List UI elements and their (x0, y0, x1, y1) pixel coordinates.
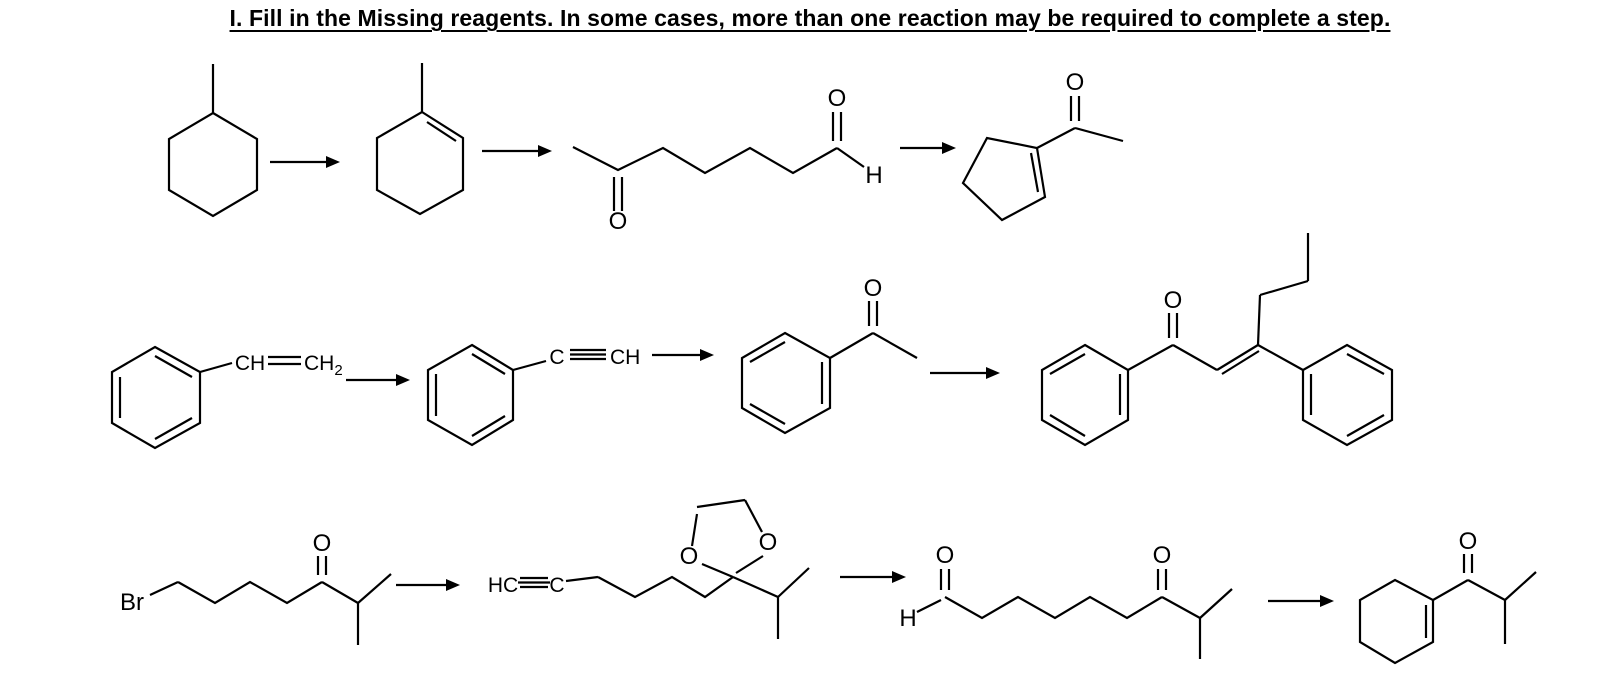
reaction-arrow-1-1 (270, 156, 340, 168)
structure-6-oxoheptanal: O O H (572, 85, 883, 235)
worksheet-title: I. Fill in the Missing reagents. In some… (229, 5, 1391, 31)
structure-1-acetylcyclopentene: O (961, 69, 1124, 222)
reaction-arrow-3-2 (840, 571, 906, 583)
aldehyde-oxygen-label: O (828, 85, 847, 112)
structure-cyclohexenyl-isopropyl-ketone: O (1358, 528, 1537, 665)
structure-bromo-methylheptanone: Br O (120, 530, 392, 645)
structure-phenylacetylene: C CH (426, 343, 640, 447)
bromine-label: Br (120, 589, 144, 616)
acetyl-oxygen-label: O (1066, 69, 1085, 96)
reaction-arrow-2-2 (652, 349, 714, 361)
dioxolane-oxygen-left-label: O (680, 543, 699, 570)
reaction-arrow-2-3 (930, 367, 1000, 379)
structure-1-methylcyclohexene (375, 63, 465, 216)
structure-styrene: CH CH2 (110, 345, 343, 450)
ketone-oxygen-label: O (864, 275, 883, 302)
reaction-arrow-1-3 (900, 142, 956, 154)
ketone-oxygen-label: O (313, 530, 332, 557)
structure-methyl-oxononanal: H O O (899, 542, 1233, 659)
terminal-alkyne-c-label: C (549, 574, 564, 597)
reaction-arrow-1-2 (482, 145, 552, 157)
ketone-oxygen-label: O (1459, 528, 1478, 555)
aldehyde-hydrogen-label: H (899, 605, 916, 632)
aldehyde-hydrogen-label: H (865, 162, 882, 189)
alkynyl-ch-label: CH (610, 346, 640, 369)
terminal-alkyne-hc-label: HC (488, 574, 518, 597)
ketone-oxygen-label: O (1153, 542, 1172, 569)
reaction-arrow-3-3 (1268, 595, 1334, 607)
structure-1-3-diphenylhexenone: O (1040, 233, 1394, 447)
vinyl-ch2-label: CH2 (304, 352, 343, 379)
reaction-arrow-2-1 (346, 374, 410, 386)
alkynyl-c-label: C (549, 346, 564, 369)
structure-acetophenone: O (740, 275, 918, 435)
ketone-oxygen-label: O (609, 208, 628, 235)
structure-methylcyclohexane (167, 64, 259, 218)
enone-oxygen-label: O (1164, 287, 1183, 314)
vinyl-ch-label: CH (235, 352, 265, 375)
aldehyde-oxygen-label: O (936, 542, 955, 569)
structure-alkynyl-dioxolane: HC C O O (488, 498, 810, 639)
reaction-arrow-3-1 (396, 579, 460, 591)
dioxolane-oxygen-right-label: O (759, 529, 778, 556)
